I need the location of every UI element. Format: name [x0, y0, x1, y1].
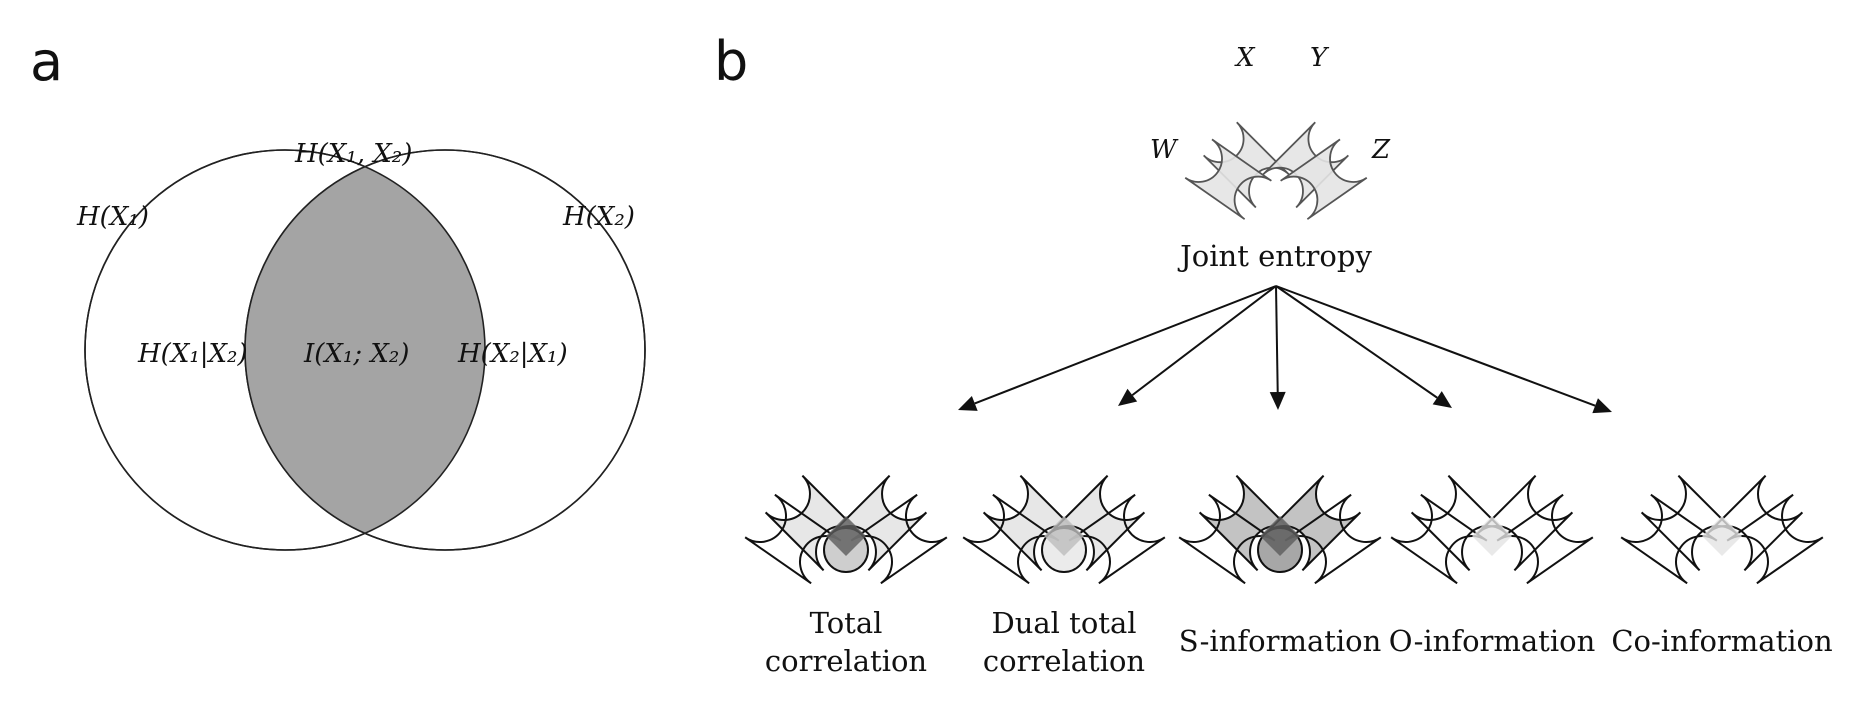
center-region	[826, 516, 866, 556]
arrowhead	[1592, 398, 1612, 414]
joint-entropy-glyph	[1184, 121, 1368, 220]
capsule	[1496, 493, 1594, 585]
dual-total-correlation-caption-line1: Dual total	[991, 606, 1136, 640]
arrow-line	[1275, 285, 1596, 407]
arrow-line	[974, 285, 1277, 405]
o-information-caption: O-information	[1389, 624, 1596, 658]
total-correlation-caption-line2: correlation	[765, 644, 927, 678]
conditional-x2-label: H(X₂|X₁)	[457, 339, 568, 369]
arrowhead	[958, 396, 978, 411]
center-region	[1472, 516, 1512, 556]
mutual-information-label: I(X₁; X₂)	[303, 339, 409, 369]
o-information-glyph	[1390, 474, 1594, 585]
variable-y-label: Y	[1310, 43, 1330, 73]
arrowhead	[1432, 391, 1452, 408]
capsule	[1068, 493, 1166, 585]
joint-entropy-caption: Joint entropy	[1177, 239, 1372, 273]
arrowhead	[1269, 391, 1286, 410]
co-information-glyph	[1620, 474, 1824, 585]
arrowhead	[1118, 388, 1138, 406]
capsule	[850, 493, 948, 585]
variable-z-label: Z	[1371, 135, 1391, 165]
total-correlation-glyph	[744, 474, 948, 585]
measure-diagrams	[744, 474, 1824, 585]
panel-b-letter: b	[714, 30, 748, 93]
capsule	[1280, 138, 1368, 220]
entropy-x1-label: H(X₁)	[76, 202, 149, 232]
capsule	[1726, 493, 1824, 585]
total-correlation-caption-line1: Total	[810, 606, 883, 640]
conditional-x1-label: H(X₁|X₂)	[137, 339, 248, 369]
panel-a-letter: a	[30, 30, 63, 93]
venn-diagram	[84, 149, 646, 551]
dual-total-correlation-glyph	[962, 474, 1166, 585]
center-region	[1044, 516, 1084, 556]
venn-circle-x1-outline	[84, 149, 486, 551]
s-information-caption: S-information	[1179, 624, 1382, 658]
arrow-line	[1275, 285, 1279, 393]
joint-entropy-diagram	[1184, 121, 1368, 220]
variable-x-label: X	[1234, 43, 1256, 73]
dual-total-correlation-caption-line2: correlation	[983, 644, 1145, 678]
panel-b: b X Y W Z Joint entropy Total correlatio…	[714, 30, 1833, 678]
venn-circle-x2-outline	[244, 149, 646, 551]
arrow-line	[1275, 285, 1438, 399]
center-region	[1702, 516, 1742, 556]
arrow-line	[1131, 285, 1277, 396]
co-information-caption: Co-information	[1611, 624, 1832, 658]
center-region	[1260, 516, 1300, 556]
s-information-glyph	[1178, 474, 1382, 585]
venn-intersection	[245, 150, 485, 550]
capsule	[1284, 493, 1382, 585]
arrows	[958, 285, 1612, 414]
entropy-x2-label: H(X₂)	[562, 202, 635, 232]
panel-a: a H(X₁, X₂) H(X₁) H(X₂) H(X₁|X₂) I(X₁; X…	[30, 30, 646, 551]
variable-w-label: W	[1150, 135, 1179, 165]
joint-entropy-label: H(X₁, X₂)	[294, 139, 412, 169]
